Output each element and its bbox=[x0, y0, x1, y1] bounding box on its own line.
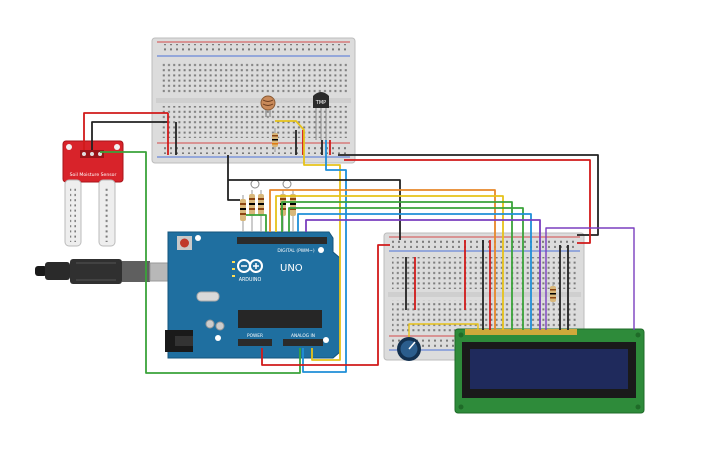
analog-pins-label: ANALOG IN bbox=[291, 333, 315, 339]
arduino-uno-board[interactable]: DIGITAL (PWM~) ANALOG IN POWER UNO ARDUI… bbox=[165, 231, 341, 359]
sensor-label: Soil Moisture Sensor bbox=[70, 172, 117, 178]
soil-moisture-sensor[interactable]: Soil Moisture Sensor bbox=[62, 140, 124, 247]
lcd-display[interactable] bbox=[454, 328, 645, 414]
resistor-top[interactable] bbox=[272, 128, 278, 152]
potentiometer[interactable] bbox=[397, 337, 421, 361]
temp-sensor-label: TMP bbox=[315, 100, 326, 106]
led-pair bbox=[250, 179, 292, 189]
board-model: UNO bbox=[280, 263, 303, 274]
resistor-array[interactable] bbox=[240, 179, 296, 232]
power-pins-label: POWER bbox=[247, 333, 263, 339]
wires bbox=[83, 112, 635, 374]
photoresistor[interactable] bbox=[260, 95, 276, 117]
usb-cable[interactable] bbox=[35, 259, 186, 284]
arduino-logo-icon bbox=[237, 259, 263, 273]
resistor-right[interactable] bbox=[550, 282, 556, 306]
temperature-sensor[interactable]: TMP bbox=[313, 92, 329, 140]
right-breadboard[interactable] bbox=[383, 232, 585, 361]
board-logo-text: ARDUINO bbox=[239, 277, 262, 283]
top-breadboard[interactable] bbox=[151, 37, 356, 164]
digital-pins-label: DIGITAL (PWM~) bbox=[277, 248, 315, 254]
lcd-screen bbox=[470, 349, 628, 389]
